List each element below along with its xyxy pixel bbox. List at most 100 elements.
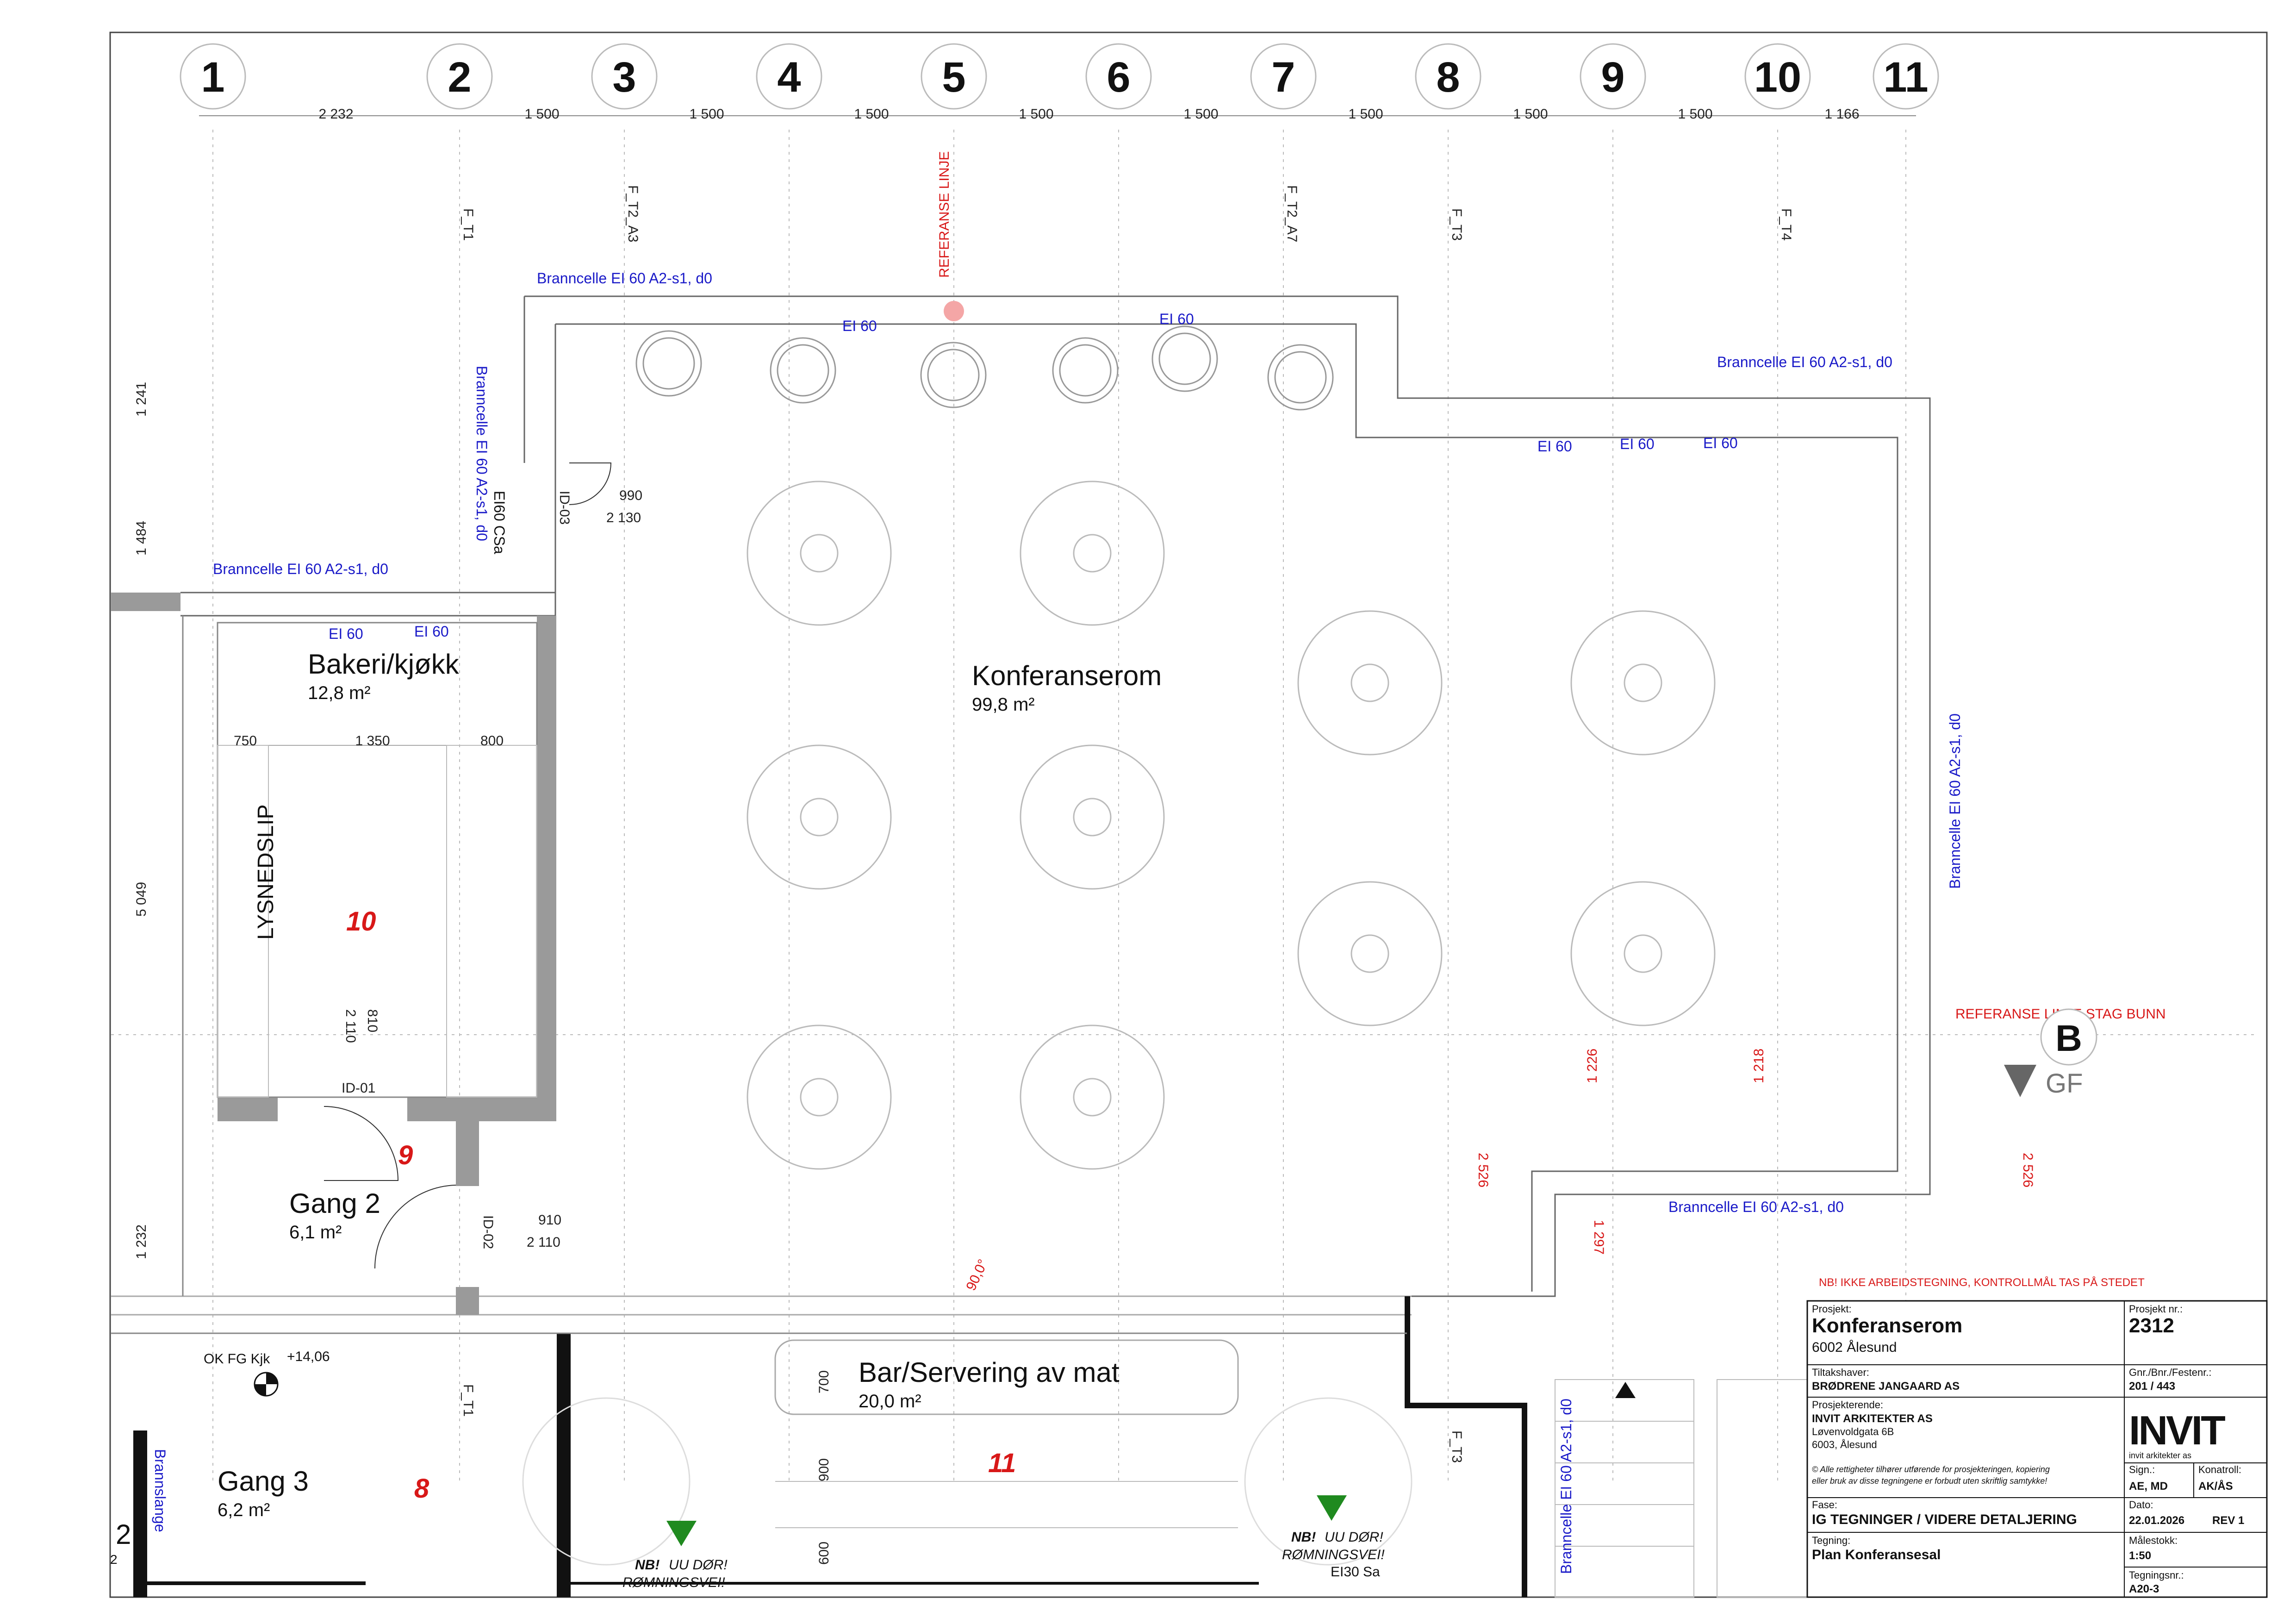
tb-adresse2: 6003, Ålesund [1812, 1439, 1877, 1450]
tb-gnr: 201 / 443 [2129, 1380, 2175, 1393]
room-name-gang2: Gang 2 [289, 1188, 380, 1219]
lysnedslip-label: LYSNEDSLIP [254, 804, 278, 940]
dim: 750 [234, 733, 257, 749]
fire-label: Branncelle EI 60 A2-s1, d0 [1717, 354, 1892, 370]
tb-gnr-label: Gnr./Bnr./Festenr.: [2129, 1367, 2212, 1378]
round-table [1297, 610, 1443, 756]
dim: 1 297 [1591, 1220, 1606, 1255]
fire-label: Branncelle EI 60 A2-s1, d0 [1947, 713, 1963, 889]
reference-point-marker [944, 301, 964, 321]
grid-dim: 2 232 [318, 106, 353, 122]
dim: 1 484 [134, 521, 149, 556]
bar-walls [133, 1296, 1527, 1597]
tb-rights-1: © Alle rettigheter tilhører utførende fo… [1812, 1465, 2050, 1474]
grid-label-3: 3 [612, 54, 636, 101]
round-table [1020, 1024, 1165, 1170]
round-table [1020, 481, 1165, 626]
tb-malestokk: 1:50 [2129, 1549, 2151, 1562]
door-id01-width: 810 [365, 1009, 380, 1032]
title-block: NB! IKKE ARBEIDSTEGNING, KONTROLLMÅL TAS… [1806, 1276, 2268, 1598]
grid-bubble-6 [1085, 43, 1152, 110]
tb-dato: 22.01.2026 [2129, 1514, 2184, 1527]
room-num-gang2: 9 [398, 1140, 413, 1170]
dim: 2 526 [2020, 1153, 2035, 1187]
round-table [1570, 881, 1716, 1026]
grid-bubble-11 [1873, 43, 1939, 110]
tb-fase-label: Fase: [1812, 1499, 1837, 1511]
drawing-frame [109, 31, 2268, 1598]
room-num-gang3: 8 [414, 1474, 429, 1504]
stair-direction-arrow [1615, 1382, 1636, 1398]
tb-tiltakshaver-label: Tiltakshaver: [1812, 1367, 1869, 1378]
grid-dim: 1 500 [524, 106, 559, 122]
tb-sign: AE, MD [2129, 1480, 2168, 1493]
doors [324, 462, 612, 1269]
section-letter: B [2055, 1018, 2082, 1059]
door-id01: ID-01 [342, 1081, 375, 1096]
section-arrow-icon [2004, 1065, 2036, 1097]
round-table [1297, 881, 1443, 1026]
escape-arrow-icon [666, 1521, 697, 1546]
tb-prosjekterende: INVIT ARKITEKTER AS [1812, 1412, 1933, 1425]
edge-mark-big: 2 [116, 1519, 131, 1550]
tb-fase: IG TEGNINGER / VIDERE DETALJERING [1812, 1512, 2077, 1527]
door-id03-height: 2 130 [606, 510, 641, 525]
grid-label-7: 7 [1271, 54, 1295, 101]
grid-dim: 1 500 [854, 106, 889, 122]
company-logo: INVIT [2129, 1407, 2225, 1453]
grid-label-11: 11 [1883, 54, 1928, 101]
grid-bubble-5 [921, 43, 987, 110]
marker-f-t3-lower: F_T3 [1449, 1430, 1464, 1463]
grid-label-1: 1 [201, 54, 224, 101]
tb-dato-label: Dato: [2129, 1499, 2153, 1511]
reference-line-label: REFERANSE LINJE [937, 151, 952, 278]
marker-f-t3: F_T3 [1449, 208, 1464, 241]
left-dimensions: 1 241 1 484 5 049 1 232 [134, 382, 149, 1259]
dim: 1 218 [1751, 1049, 1767, 1083]
room-area-bakeri: 12,8 m² [308, 683, 371, 703]
fire-label: Branncelle EI 60 A2-s1, d0 [473, 366, 490, 541]
fire-ratings: Branncelle EI 60 A2-s1, d0 EI 60 EI 60 B… [213, 270, 1963, 1580]
tb-tegning-label: Tegning: [1812, 1535, 1850, 1546]
tb-prosjekt-label: Prosjekt: [1812, 1303, 1852, 1315]
fire-label: EI 60 [1620, 436, 1655, 452]
dim: 1 226 [1585, 1049, 1600, 1083]
fire-label: Branncelle EI 60 A2-s1, d0 [1668, 1199, 1844, 1215]
dim: 800 [480, 733, 504, 749]
section-bubble [2040, 1008, 2097, 1066]
room-area-bar: 20,0 m² [859, 1391, 921, 1412]
tb-tegningsnr-label: Tegningsnr.: [2129, 1569, 2184, 1581]
kitchen-walls [111, 593, 556, 1315]
room-area-gang2: 6,1 m² [289, 1222, 342, 1243]
tb-malestokk-label: Målestokk: [2129, 1535, 2178, 1546]
tb-kontroll: AK/ÅS [2198, 1480, 2233, 1493]
escape-arrow-icon [1317, 1495, 1347, 1521]
grid-label-2: 2 [448, 54, 471, 101]
room-name-bar: Bar/Servering av mat [859, 1357, 1120, 1388]
dim: 600 [816, 1542, 832, 1565]
company-logo-sub: invit arkitekter as [2129, 1451, 2191, 1460]
grid-label-10: 10 [1754, 54, 1801, 101]
grid-dim: 1 500 [1513, 106, 1548, 122]
grid-label-6: 6 [1107, 54, 1130, 101]
escape-romningsvei: RØMNINGSVEI! [1282, 1547, 1385, 1562]
dim: 2 526 [1475, 1153, 1491, 1187]
grid-bubble-1 [180, 43, 246, 110]
title-warning: NB! IKKE ARBEIDSTEGNING, KONTROLLMÅL TAS… [1819, 1276, 2145, 1289]
grid-axes [111, 115, 2259, 1481]
tb-rev: REV 1 [2212, 1514, 2244, 1527]
section-sub: GF [2046, 1068, 2083, 1099]
walls [111, 295, 1931, 1316]
fire-label: EI 60 [1159, 311, 1194, 327]
dim: 5 049 [134, 882, 149, 917]
dim: 1 350 [355, 733, 390, 749]
grid-bubble-8 [1415, 43, 1481, 110]
fire-label: EI 60 [1703, 435, 1738, 451]
room-labels: Konferanserom 99,8 m² Bakeri/kjøkk 12,8 … [218, 649, 1162, 1520]
room-num-bar: 11 [988, 1448, 1016, 1478]
escape-nb: NB! [635, 1557, 660, 1573]
tb-tegning: Plan Konferansesal [1812, 1547, 1941, 1562]
grid-label-9: 9 [1601, 54, 1624, 101]
room-area-konferanserom: 99,8 m² [972, 694, 1035, 715]
